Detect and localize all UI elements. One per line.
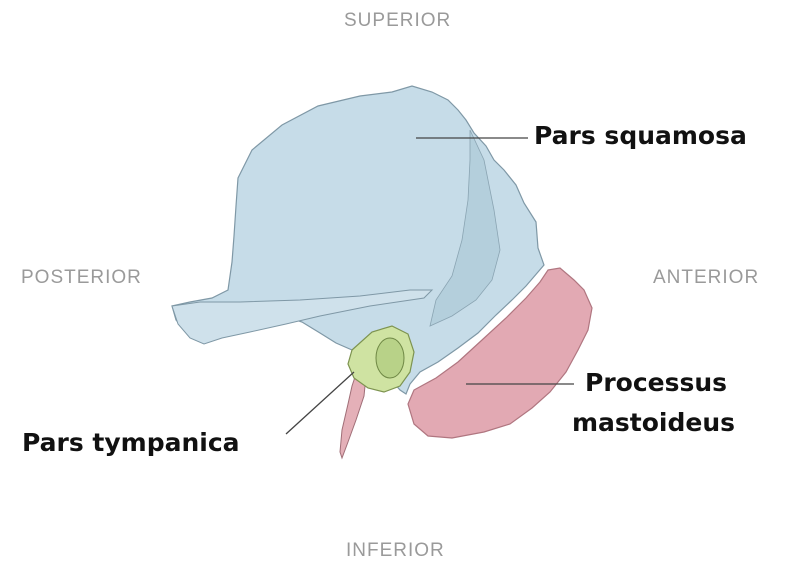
orientation-inferior: INFERIOR xyxy=(346,540,445,562)
orientation-superior: SUPERIOR xyxy=(344,10,451,32)
styloid-process xyxy=(340,374,366,458)
label-pars-squamosa: Pars squamosa xyxy=(534,121,747,150)
label-mastoideus: mastoideus xyxy=(572,408,735,437)
external-acoustic-meatus xyxy=(376,338,404,378)
label-pars-tympanica: Pars tympanica xyxy=(22,428,240,457)
orientation-posterior: POSTERIOR xyxy=(21,267,142,289)
orientation-anterior: ANTERIOR xyxy=(653,267,759,289)
label-processus: Processus xyxy=(585,368,727,397)
